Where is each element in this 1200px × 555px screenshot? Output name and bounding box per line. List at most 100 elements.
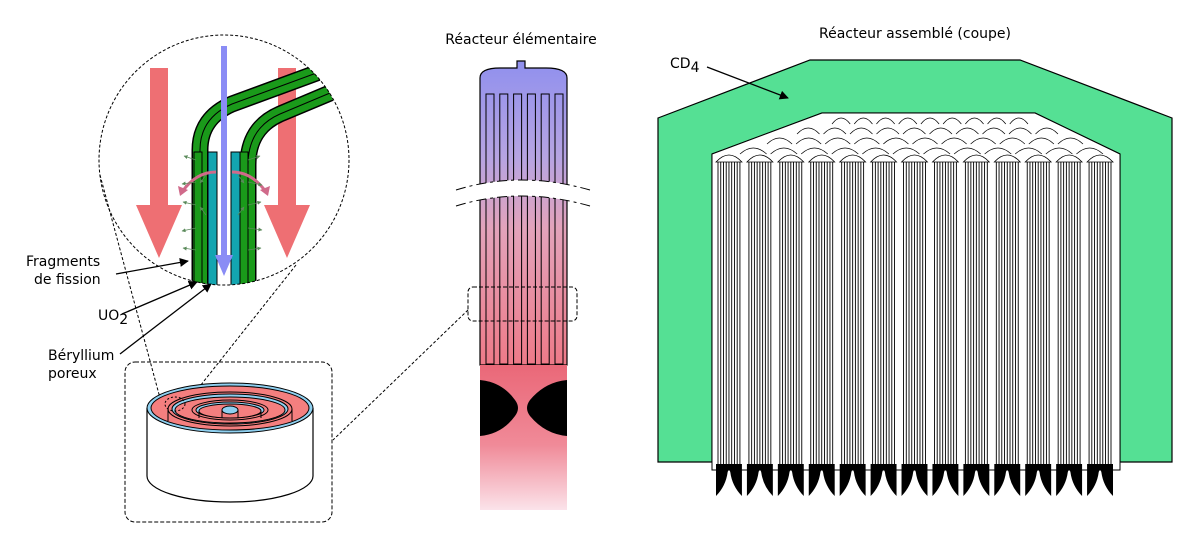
assembly-dome <box>853 117 873 125</box>
assembly-dome <box>1076 147 1104 155</box>
assembly-dome <box>953 147 981 155</box>
fission-fragment-arrow <box>199 206 207 216</box>
assembly-dome <box>876 117 895 125</box>
fission-fragment-arrow <box>181 181 197 186</box>
assembly-dome <box>795 137 822 145</box>
fission-fragment-arrow <box>247 246 262 251</box>
column-nozzle <box>870 464 897 496</box>
assembly-dome <box>1057 137 1084 145</box>
column-dome <box>807 154 836 163</box>
assembly-dome <box>766 137 793 145</box>
column-dome <box>1024 154 1053 163</box>
column-nozzle <box>1056 464 1083 496</box>
assembly-dome <box>902 127 926 135</box>
fission-fragment-arrow <box>199 174 207 184</box>
cold-flow-arrow <box>215 46 233 276</box>
column-dome <box>900 154 929 163</box>
column-nozzle <box>932 464 959 496</box>
title-assembled: Réacteur assemblé (coupe) <box>819 26 1011 42</box>
column-nozzle <box>777 464 804 496</box>
fuel-channel <box>485 93 495 365</box>
assembly-dome <box>823 127 847 135</box>
fission-fragment-arrows <box>181 155 263 251</box>
label-beryllium-line2: poreux <box>48 366 97 382</box>
assembly-dome <box>912 137 938 145</box>
left-labels: Fragments de fission UO2 Béryllium poreu… <box>26 254 212 382</box>
assembly-columns <box>715 154 1114 496</box>
column-dome <box>962 154 991 163</box>
column-nozzle <box>716 464 742 496</box>
assembly-dome <box>1035 127 1059 135</box>
assembly-dome <box>800 147 828 155</box>
column-dome <box>746 154 774 163</box>
column-nozzle <box>808 464 835 496</box>
assembly-dome <box>831 147 859 155</box>
label-fragments-line2: de fission <box>34 272 101 288</box>
assembly-dome <box>796 127 820 135</box>
assembly-dome <box>999 137 1026 145</box>
fuel-channel <box>554 93 564 365</box>
column-nozzle <box>839 464 866 496</box>
label-uo2: UO2 <box>98 308 128 328</box>
label-fragments-line1: Fragments <box>26 254 100 270</box>
assembly-dome <box>831 117 851 125</box>
fission-fragment-arrow <box>182 200 197 206</box>
assembly-dome <box>1028 137 1055 145</box>
assembly-dome <box>929 127 953 135</box>
column-nozzle <box>1087 464 1113 496</box>
column-nozzle <box>746 464 773 496</box>
fuel-channel <box>540 93 550 365</box>
fission-fragment-arrow <box>247 227 263 232</box>
title-elementary: Réacteur élémentaire <box>445 32 596 48</box>
assembly-dome <box>739 147 767 155</box>
column-dome <box>1055 154 1083 163</box>
porous-beryllium-strip <box>207 151 218 285</box>
fission-fragment-arrow <box>247 200 262 206</box>
assembly-dome <box>923 147 951 155</box>
assembly-dome <box>970 137 996 145</box>
elementary-channels <box>485 93 564 365</box>
assembly-dome <box>854 137 880 145</box>
assembly-dome <box>1009 117 1029 125</box>
fuel-channel <box>513 93 523 365</box>
column-dome <box>1086 154 1114 163</box>
column-dome <box>931 154 960 163</box>
column-dome <box>838 154 867 163</box>
assembly-dome <box>898 117 918 125</box>
fuel-channel <box>499 93 509 365</box>
column-nozzle <box>963 464 990 496</box>
assembly-dome <box>984 147 1012 155</box>
column-dome <box>869 154 898 163</box>
assembly-dome <box>849 127 873 135</box>
assembly-dome <box>770 147 798 155</box>
assembly-dome <box>862 147 890 155</box>
fission-fragment-arrow <box>237 206 245 216</box>
label-cd4: CD4 <box>670 56 700 76</box>
assembly-dome <box>941 137 967 145</box>
fission-fragment-arrow <box>237 174 245 184</box>
assembly-dome <box>965 117 984 125</box>
assembly-dome <box>920 117 940 125</box>
assembled-reactor: Réacteur assemblé (coupe) CD4 <box>657 26 1173 496</box>
assembly-domes <box>739 117 1104 155</box>
assembly-dome <box>987 117 1007 125</box>
assembly-dome <box>955 127 979 135</box>
magnified-detail <box>98 34 350 406</box>
assembly-dome <box>1015 147 1043 155</box>
column-nozzle <box>901 464 928 496</box>
fission-fragment-arrow <box>247 155 261 161</box>
fission-fragment-arrow <box>181 227 197 233</box>
assembly-dome <box>1008 127 1032 135</box>
column-nozzle <box>994 464 1021 496</box>
fuel-channel <box>526 93 536 365</box>
assembly-dome <box>982 127 1006 135</box>
fission-fragment-arrow <box>247 181 263 187</box>
label-beryllium-line1: Béryllium <box>48 348 114 364</box>
column-dome <box>715 154 743 163</box>
assembly-dome <box>876 127 900 135</box>
assembly-dome <box>942 117 962 125</box>
column-nozzle <box>1025 464 1052 496</box>
assembly-dome <box>1045 147 1073 155</box>
